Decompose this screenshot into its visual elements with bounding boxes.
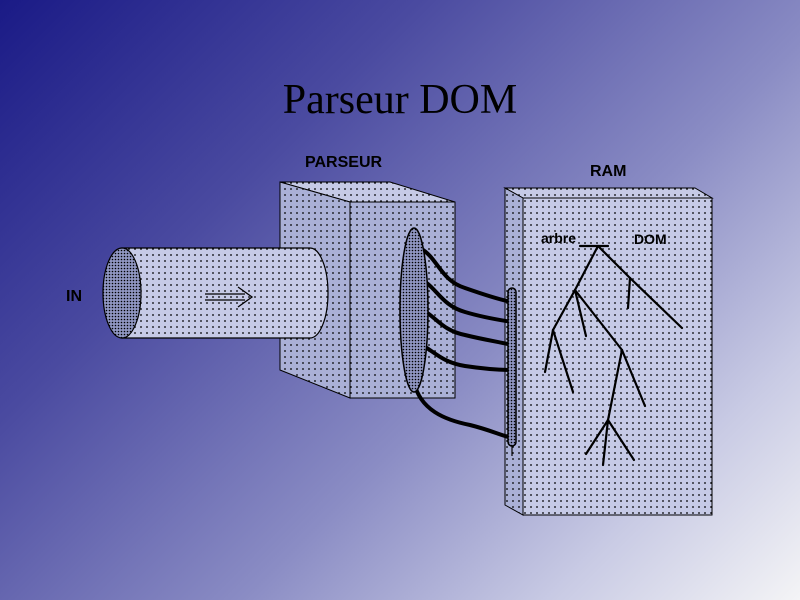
parser-output-port bbox=[399, 227, 429, 393]
input-pipe bbox=[102, 247, 329, 339]
ram-box bbox=[503, 187, 714, 516]
slide-title: Parseur DOM bbox=[282, 77, 518, 123]
dom-label: DOM bbox=[634, 231, 667, 247]
input-label: IN bbox=[66, 288, 82, 305]
dom-tree bbox=[543, 244, 684, 467]
ram-label: RAM bbox=[590, 163, 627, 180]
ram-input-connector bbox=[507, 287, 517, 456]
connection-cables bbox=[412, 246, 514, 440]
parser-label: PARSEUR bbox=[305, 154, 383, 171]
tree-label: arbre bbox=[541, 230, 577, 246]
arrow-right-icon bbox=[205, 286, 254, 308]
